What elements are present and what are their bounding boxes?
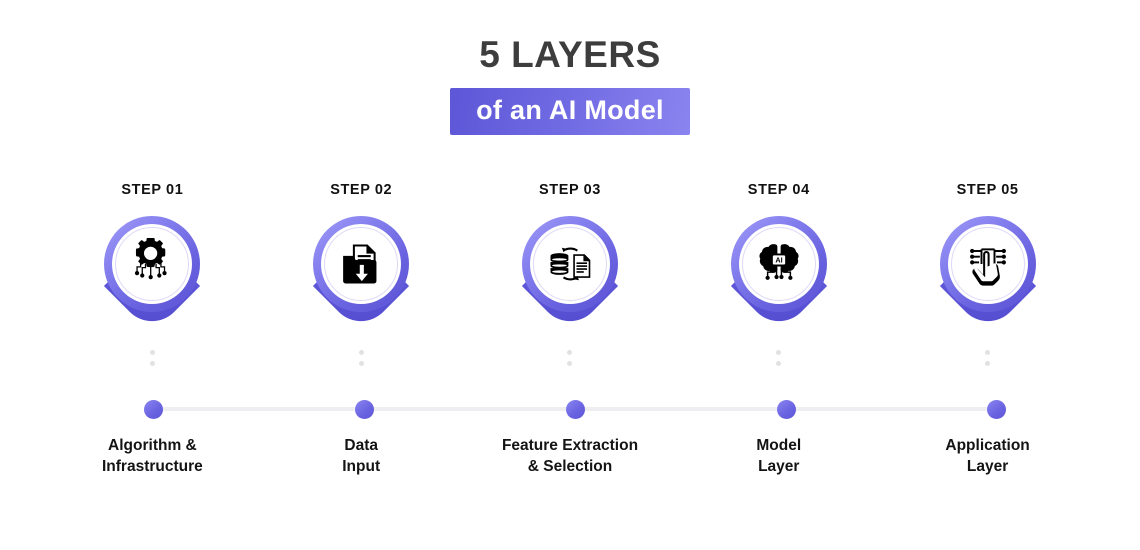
connector-dot [358, 350, 364, 355]
step-label-3-line1: Feature Extraction [501, 437, 639, 454]
step-label-2: Data Input [257, 435, 466, 478]
pin-marker-2[interactable] [313, 216, 410, 338]
timeline-node-3[interactable] [565, 399, 585, 419]
step-number-1: STEP 01 [121, 182, 184, 198]
step-column-4[interactable]: STEP 04 AI [674, 182, 883, 366]
step-number-5: STEP 05 [956, 182, 1019, 198]
step-label-2-line1: Data [344, 437, 378, 454]
connector-dot [776, 350, 782, 355]
timeline [48, 399, 1092, 419]
step-label-5-line2: Layer [966, 458, 1009, 476]
subtitle-band: of an AI Model [450, 88, 690, 135]
step-number-4: STEP 04 [747, 182, 810, 198]
connector-dot [358, 361, 364, 366]
document-download-folder-icon [343, 244, 377, 284]
step-label-5: Application Layer [883, 435, 1092, 478]
timeline-node-5[interactable] [986, 399, 1006, 419]
steps-row: STEP 01 [48, 182, 1092, 366]
hand-tap-circuit-icon [969, 248, 1006, 286]
subtitle-text: of an AI Model [476, 95, 664, 125]
title-block: 5 LAYERS of an AI Model [0, 36, 1140, 135]
pin-inner-ring [324, 227, 399, 301]
gear-network-icon [135, 238, 168, 280]
ai-brain-chip-icon: AI [759, 244, 799, 280]
svg-text:AI: AI [775, 256, 782, 265]
connector-dots-3 [567, 350, 573, 366]
pin-disc [321, 224, 402, 304]
pin-inner-ring [741, 227, 816, 301]
pin-inner-ring [532, 227, 607, 301]
labels-row: Algorithm & Infrastructure Data Input Fe… [48, 435, 1092, 478]
step-number-3: STEP 03 [539, 182, 601, 198]
connector-dot [985, 350, 991, 355]
connector-dots-2 [358, 350, 364, 366]
step-label-1-line1: Algorithm & [108, 437, 197, 454]
connector-dot [567, 350, 573, 355]
step-column-1[interactable]: STEP 01 [48, 182, 257, 366]
pin-marker-4[interactable]: AI [730, 216, 827, 338]
pin-marker-5[interactable] [939, 216, 1036, 338]
connector-dots-5 [985, 350, 991, 366]
pin-disc [112, 224, 193, 304]
timeline-node-2[interactable] [354, 399, 374, 419]
pin-disc [947, 224, 1028, 304]
pin-marker-1[interactable] [104, 216, 201, 338]
step-label-1: Algorithm & Infrastructure [48, 435, 257, 478]
step-label-1-line2: Infrastructure [102, 458, 203, 476]
connector-dot [149, 350, 155, 355]
step-column-3[interactable]: STEP 03 [466, 182, 675, 366]
pin-inner-ring [950, 227, 1025, 301]
step-label-4: Model Layer [674, 435, 883, 478]
step-number-2: STEP 02 [330, 182, 393, 198]
step-label-4-line2: Layer [758, 458, 800, 476]
step-label-2-line2: Input [342, 458, 381, 476]
pin-disc [529, 224, 610, 304]
connector-dot [567, 361, 573, 366]
connector-dot [776, 361, 782, 366]
connector-dot [149, 361, 155, 366]
step-label-4-line1: Model [756, 437, 802, 454]
step-column-5[interactable]: STEP 05 [883, 182, 1092, 366]
connector-dots-4 [776, 350, 782, 366]
pin-disc: AI [738, 224, 819, 304]
step-label-3-line2: & Selection [527, 458, 613, 476]
database-document-sync-icon [550, 247, 591, 281]
timeline-node-4[interactable] [776, 399, 796, 419]
page-title: 5 LAYERS [479, 34, 661, 75]
step-label-3: Feature Extraction & Selection [466, 435, 675, 478]
step-label-5-line1: Application [945, 437, 1030, 454]
pin-marker-3[interactable] [521, 216, 619, 338]
timeline-node-1[interactable] [143, 399, 163, 419]
step-column-2[interactable]: STEP 02 [257, 182, 466, 366]
pin-inner-ring [115, 227, 190, 301]
connector-dots-1 [149, 350, 155, 366]
connector-dot [985, 361, 991, 366]
